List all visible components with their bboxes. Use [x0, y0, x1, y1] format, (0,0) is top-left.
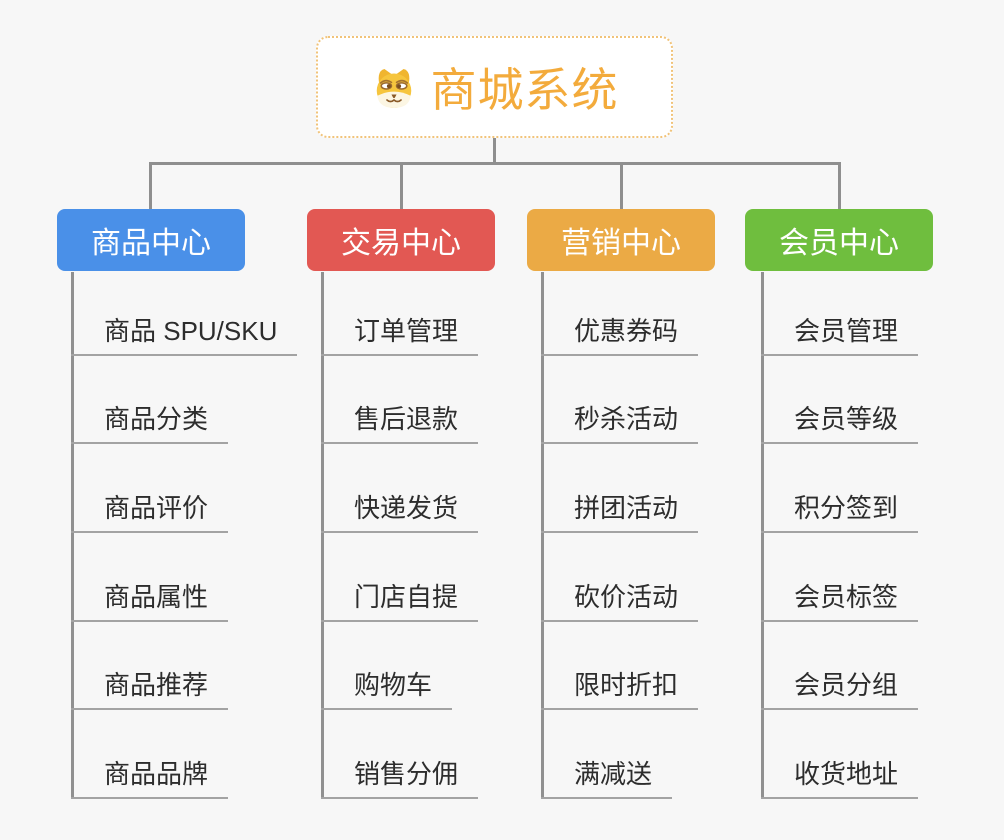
child-node[interactable]: 限时折扣 — [541, 668, 699, 710]
connector-root-drop — [493, 137, 496, 164]
child-node[interactable]: 秒杀活动 — [541, 402, 699, 444]
connector-drop — [620, 162, 623, 210]
branch-children-marketing-center: 优惠券码 秒杀活动 拼团活动 砍价活动 限时折扣 满减送 — [541, 272, 783, 799]
root-title: 商城系统 — [430, 64, 619, 116]
connector-bus — [149, 162, 841, 165]
child-node[interactable]: 商品评价 — [71, 491, 229, 533]
child-node[interactable]: 订单管理 — [321, 314, 479, 356]
child-node[interactable]: 优惠券码 — [541, 314, 699, 356]
child-node[interactable]: 商品分类 — [71, 402, 229, 444]
child-node[interactable]: 会员等级 — [761, 402, 919, 444]
child-node[interactable]: 商品属性 — [71, 580, 229, 622]
child-node[interactable]: 会员管理 — [761, 314, 919, 356]
child-node[interactable]: 砍价活动 — [541, 580, 699, 622]
branch-children-trade-center: 订单管理 售后退款 快递发货 门店自提 购物车 销售分佣 — [321, 272, 563, 799]
branch-node-product-center[interactable]: 商品中心 — [57, 209, 245, 271]
child-node[interactable]: 快递发货 — [321, 491, 479, 533]
child-node[interactable]: 销售分佣 — [321, 757, 479, 799]
root-node[interactable]: 商城系统 — [316, 36, 673, 138]
connector-drop — [838, 162, 841, 210]
child-node[interactable]: 会员分组 — [761, 668, 919, 710]
child-node[interactable]: 满减送 — [541, 757, 673, 799]
doge-face-icon — [371, 63, 417, 112]
child-node[interactable]: 商品推荐 — [71, 668, 229, 710]
child-node[interactable]: 购物车 — [321, 668, 453, 710]
branch-children-product-center: 商品 SPU/SKU 商品分类 商品评价 商品属性 商品推荐 商品品牌 — [71, 272, 313, 799]
child-node[interactable]: 商品 SPU/SKU — [71, 314, 298, 356]
child-node[interactable]: 收货地址 — [761, 757, 919, 799]
child-node[interactable]: 拼团活动 — [541, 491, 699, 533]
branch-children-member-center: 会员管理 会员等级 积分签到 会员标签 会员分组 收货地址 — [761, 272, 1003, 799]
connector-drop — [149, 162, 152, 210]
child-node[interactable]: 商品品牌 — [71, 757, 229, 799]
connector-drop — [400, 162, 403, 210]
branch-node-trade-center[interactable]: 交易中心 — [307, 209, 495, 271]
branch-node-marketing-center[interactable]: 营销中心 — [527, 209, 715, 271]
child-node[interactable]: 积分签到 — [761, 491, 919, 533]
child-node[interactable]: 会员标签 — [761, 580, 919, 622]
child-node[interactable]: 售后退款 — [321, 402, 479, 444]
child-node[interactable]: 门店自提 — [321, 580, 479, 622]
branch-node-member-center[interactable]: 会员中心 — [745, 209, 933, 271]
